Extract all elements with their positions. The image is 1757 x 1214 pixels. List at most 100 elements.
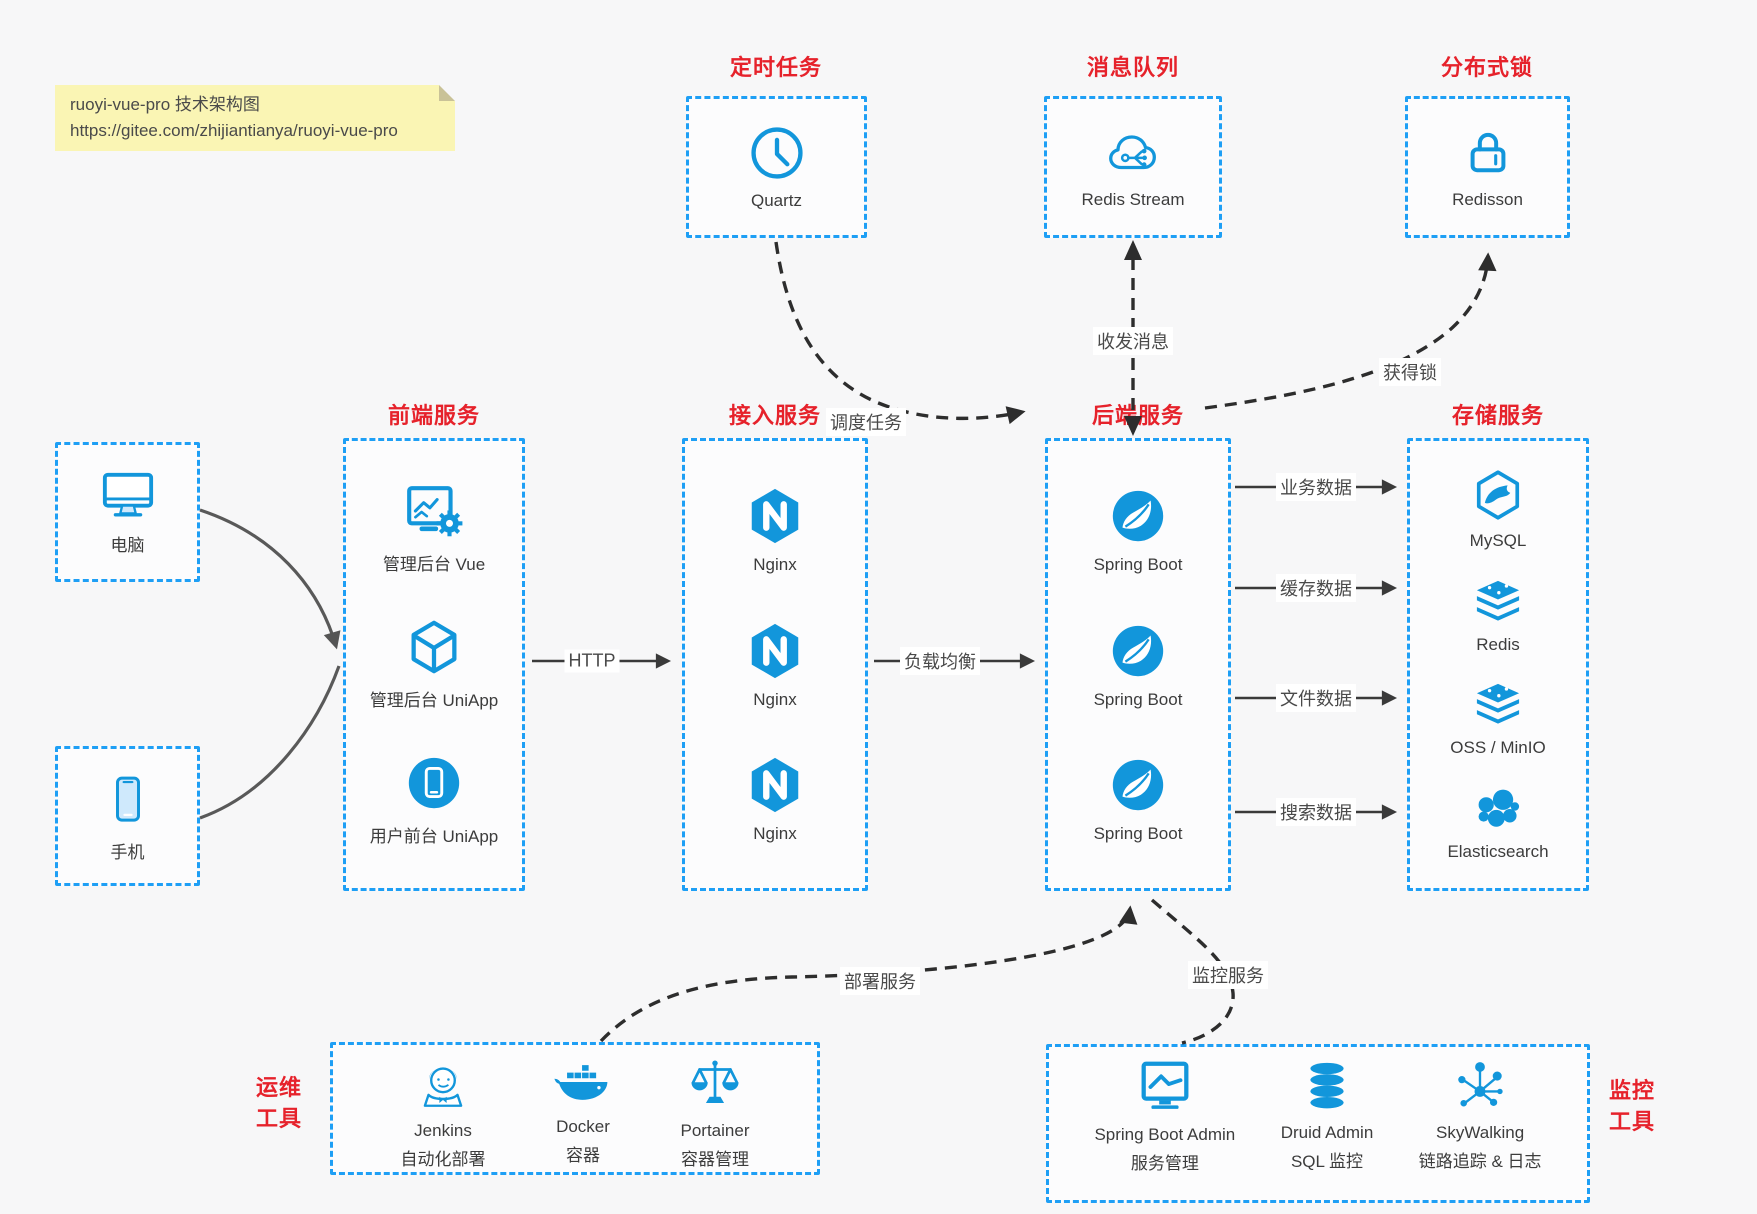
spring-boot-label: Spring Boot [1093,689,1183,709]
cache-data-label: 缓存数据 [1276,574,1356,602]
spring-boot-label: Spring Boot [1093,555,1183,575]
nginx-node: Nginx [744,754,806,844]
quartz-label: Quartz [750,191,803,210]
load-balance-label: 负载均衡 [900,647,980,675]
docker-node: Docker 容器 [553,1055,613,1167]
redis-icon [1476,580,1520,621]
portainer-icon [691,1060,739,1104]
nginx-icon [751,623,799,678]
send-receive-msg-label: 收发消息 [1093,327,1173,355]
skywalking-name: SkyWalking [1436,1123,1525,1142]
gateway-box: Nginx Nginx Nginx [682,438,868,891]
mysql-node: MySQL [1469,467,1527,551]
section-title-gateway: 接入服务 [728,403,822,428]
spring-boot-icon [1112,491,1164,542]
skywalking-desc: 链路追踪 & 日志 [1418,1152,1542,1171]
schedule-task-curve [774,241,1026,425]
redis-stream-box: Redis Stream [1044,96,1222,238]
monitor-service-label: 监控服务 [1188,961,1268,989]
quartz-node: Quartz [747,123,807,211]
cube-icon [411,620,457,674]
frontend-box: 管理后台 Vue 管理后台 UniApp 用户前台 UniApp [343,438,525,891]
ops-tools-box: Jenkins 自动化部署 Docker 容器 [330,1042,820,1175]
section-title-scheduled-task: 定时任务 [729,55,823,80]
skywalking-icon [1458,1062,1503,1107]
acquire-lock-curve [1204,252,1497,410]
admin-vue-label: 管理后台 Vue [382,555,486,574]
mysql-label: MySQL [1469,530,1527,550]
druid-icon [1310,1062,1344,1109]
druid-name: Druid Admin [1280,1123,1374,1142]
spring-boot-icon [1112,759,1164,810]
mobile-circle-icon [408,757,460,809]
docker-icon [554,1065,608,1100]
storage-box: MySQL Redis [1407,438,1589,891]
admin-uniapp-node: 管理后台 UniApp [370,616,498,711]
spring-boot-admin-node: Spring Boot Admin 服务管理 [1094,1057,1235,1175]
redisson-box: Redisson [1405,96,1570,238]
redis-stream-node: Redis Stream [1081,124,1185,210]
oss-minio-node: OSS / MinIO [1450,680,1546,758]
search-data-label: 搜索数据 [1276,798,1356,826]
file-data-label: 文件数据 [1276,684,1356,712]
admin-vue-node: 管理后台 Vue [383,482,485,575]
redis-stream-label: Redis Stream [1081,190,1185,209]
sticky-note: ruoyi-vue-pro 技术架构图 https://gitee.com/zh… [55,85,455,151]
druid-node: Druid Admin SQL 监控 [1280,1057,1374,1173]
admin-uniapp-label: 管理后台 UniApp [369,691,499,710]
portainer-name: Portainer [680,1121,750,1140]
nginx-icon [751,489,799,544]
mobile-client-box: 手机 [55,746,200,886]
schedule-task-label: 调度任务 [826,408,906,436]
jenkins-node: Jenkins 自动化部署 [401,1055,486,1171]
section-title-ops-tools: 运维工具 [255,1075,302,1131]
section-title-frontend: 前端服务 [387,403,481,428]
acquire-lock-label: 获得锁 [1379,358,1441,386]
admin-screen-gear-icon [407,486,463,537]
spring-boot-admin-desc: 服务管理 [1130,1154,1199,1173]
elasticsearch-icon [1478,789,1520,827]
portainer-node: Portainer 容器管理 [680,1055,750,1171]
redis-label: Redis [1476,634,1520,654]
section-title-monitoring-tools: 监控工具 [1608,1078,1655,1134]
user-uniapp-node: 用户前台 UniApp [370,752,498,847]
elasticsearch-label: Elasticsearch [1447,842,1549,862]
deploy-service-label: 部署服务 [840,967,920,995]
section-title-message-queue: 消息队列 [1086,55,1180,80]
note-title: ruoyi-vue-pro 技术架构图 [70,95,260,114]
jenkins-name: Jenkins [414,1121,472,1140]
user-uniapp-label: 用户前台 UniApp [369,827,499,846]
jenkins-icon [423,1067,463,1107]
portainer-desc: 容器管理 [680,1150,749,1169]
jenkins-desc: 自动化部署 [400,1150,486,1169]
business-data-label: 业务数据 [1276,473,1356,501]
backend-box: Spring Boot Spring Boot Spring Boot [1045,438,1231,891]
nginx-label: Nginx [753,689,797,709]
phone-icon [115,776,140,822]
redisson-label: Redisson [1452,190,1523,209]
section-title-storage: 存储服务 [1451,403,1545,428]
nginx-icon [751,757,799,812]
http-label: HTTP [564,649,620,673]
cloud-stream-icon [1109,135,1156,170]
docker-name: Docker [556,1117,610,1136]
nginx-label: Nginx [753,555,797,575]
note-url: https://gitee.com/zhijiantianya/ruoyi-vu… [70,121,398,140]
quartz-box: Quartz [686,96,867,238]
spring-boot-node: Spring Boot [1093,754,1183,844]
redis-node: Redis [1471,577,1525,655]
pc-client-node: 电脑 [97,469,159,556]
pc-client-label: 电脑 [110,535,145,555]
skywalking-node: SkyWalking 链路追踪 & 日志 [1419,1057,1542,1173]
oss-icon [1476,684,1520,724]
spring-boot-label: Spring Boot [1093,823,1183,843]
nginx-node: Nginx [744,620,806,710]
lock-icon [1470,132,1505,173]
mysql-icon [1476,470,1520,520]
nginx-node: Nginx [744,485,806,575]
note-fold-corner [439,85,455,101]
mobile-client-label: 手机 [110,842,145,862]
section-title-distributed-lock: 分布式锁 [1440,55,1534,80]
spring-boot-admin-name: Spring Boot Admin [1094,1125,1236,1144]
